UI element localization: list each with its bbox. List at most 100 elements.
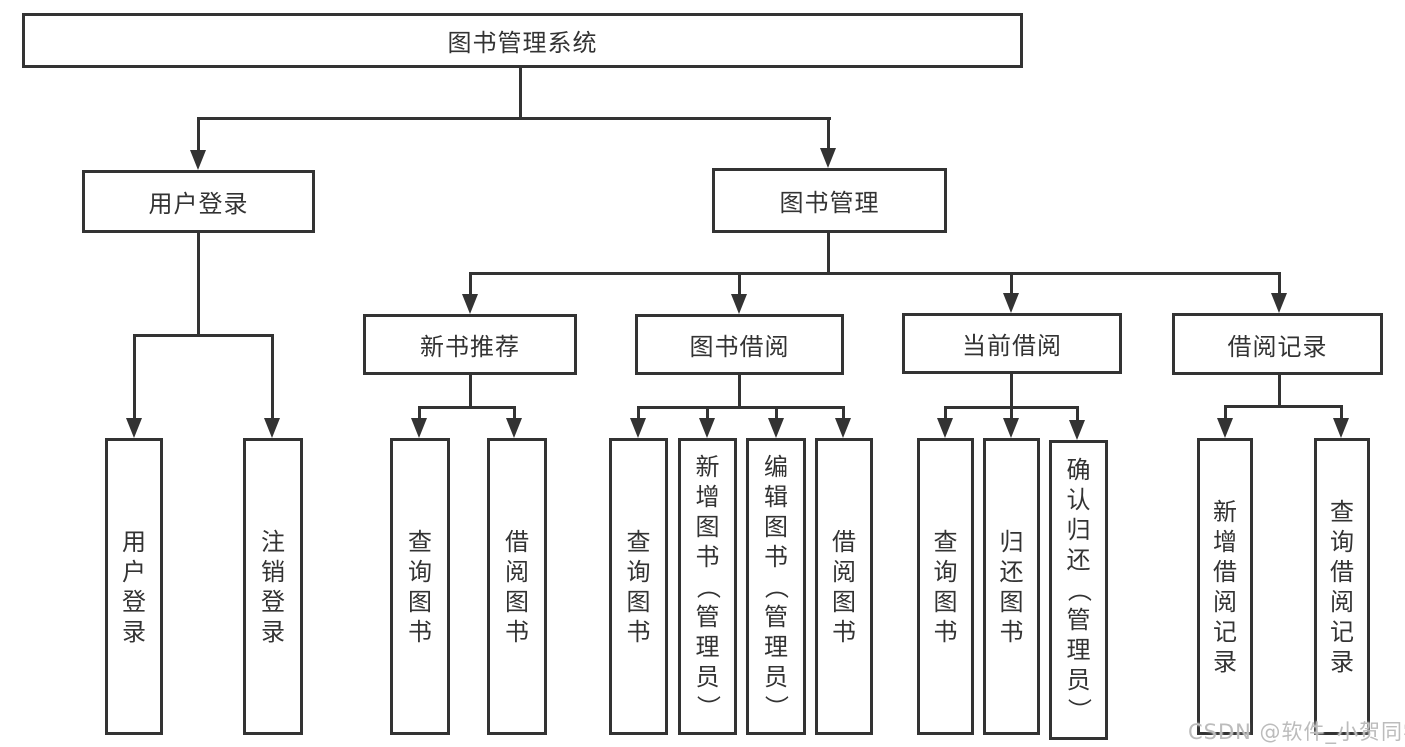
connector-line xyxy=(637,406,845,409)
node-book-borrow-label: 图书借阅 xyxy=(689,333,790,361)
node-root: 图书管理系统 xyxy=(22,13,1023,68)
vertical-char: 销 xyxy=(261,557,285,586)
vertical-char: 书 xyxy=(764,542,788,571)
node-book-mgmt: 图书管理 xyxy=(712,168,947,233)
watermark: CSDN @软件_小贺同学 xyxy=(1188,720,1405,744)
vertical-char: 确 xyxy=(1066,456,1091,484)
vertical-char: 增 xyxy=(695,482,720,511)
leaf-query-books-newbook: 查询图书 xyxy=(390,438,450,735)
arrow-down-icon xyxy=(264,418,280,438)
vertical-char: 辑 xyxy=(764,482,788,511)
arrow-down-icon xyxy=(937,418,953,438)
connector-line xyxy=(1010,406,1013,419)
connector-line xyxy=(1278,375,1281,407)
vertical-char: 询 xyxy=(626,557,651,586)
connector-line xyxy=(827,117,830,150)
vertical-char: 询 xyxy=(933,557,958,586)
arrow-down-icon xyxy=(126,418,142,438)
node-borrow-record: 借阅记录 xyxy=(1172,313,1383,375)
vertical-char: 记 xyxy=(1330,617,1354,646)
vertical-char: 借 xyxy=(832,527,856,556)
vertical-char: 阅 xyxy=(1213,587,1237,616)
node-book-borrow: 图书借阅 xyxy=(635,314,844,375)
vertical-char: ） xyxy=(762,694,790,719)
arrow-down-icon xyxy=(630,418,646,438)
connector-line xyxy=(827,233,830,274)
node-book-mgmt-label: 图书管理 xyxy=(779,189,880,217)
vertical-char: 书 xyxy=(999,617,1024,646)
connector-line xyxy=(197,117,200,152)
vertical-char: 书 xyxy=(695,542,720,571)
node-borrow-record-label: 借阅记录 xyxy=(1227,332,1328,361)
vertical-char: 书 xyxy=(933,617,958,646)
connector-line xyxy=(513,406,516,419)
connector-line xyxy=(197,233,200,336)
vertical-char: 阅 xyxy=(832,557,856,586)
vertical-char: 理 xyxy=(695,632,720,661)
vertical-char: 图 xyxy=(505,587,529,616)
vertical-char: 查 xyxy=(408,527,432,556)
arrow-down-icon xyxy=(1003,293,1019,313)
vertical-char: 图 xyxy=(933,587,958,616)
vertical-char: 管 xyxy=(1066,606,1091,634)
vertical-char: 询 xyxy=(1330,527,1354,556)
vertical-char: 员 xyxy=(1066,666,1091,694)
vertical-char: 查 xyxy=(1330,497,1354,526)
connector-line xyxy=(1010,272,1013,296)
leaf-edit-book-admin: 编辑图书（管理员） xyxy=(746,438,806,735)
connector-line xyxy=(469,272,1281,275)
vertical-char: 书 xyxy=(626,617,651,646)
vertical-char: 查 xyxy=(626,527,651,556)
vertical-char: ） xyxy=(1064,698,1093,722)
leaf-borrow-books: 借阅图书 xyxy=(815,438,873,735)
vertical-char: 借 xyxy=(1213,557,1237,586)
vertical-char: 新 xyxy=(695,452,720,481)
connector-line xyxy=(271,334,274,419)
arrow-down-icon xyxy=(411,418,427,438)
arrow-down-icon xyxy=(731,294,747,314)
arrow-down-icon xyxy=(1271,293,1287,313)
arrow-down-icon xyxy=(1069,420,1085,440)
vertical-char: 管 xyxy=(764,602,788,631)
node-new-book-rec: 新书推荐 xyxy=(363,314,577,375)
arrow-down-icon xyxy=(462,294,478,314)
node-current-borrow: 当前借阅 xyxy=(902,313,1122,374)
leaf-return-book: 归还图书 xyxy=(983,438,1040,735)
connector-line xyxy=(519,68,522,119)
vertical-char: 理 xyxy=(764,632,788,661)
vertical-char: 新 xyxy=(1213,497,1237,526)
vertical-char: 图 xyxy=(999,587,1024,616)
vertical-char: 归 xyxy=(1066,516,1091,544)
arrow-down-icon xyxy=(190,150,206,170)
connector-line xyxy=(944,406,947,419)
connector-line xyxy=(1010,374,1013,408)
vertical-char: 认 xyxy=(1066,486,1091,514)
vertical-char: 员 xyxy=(764,662,788,691)
vertical-char: 图 xyxy=(695,512,720,541)
connector-line xyxy=(1224,405,1343,408)
leaf-add-book-admin: 新增图书（管理员） xyxy=(678,438,737,735)
arrow-down-icon xyxy=(1333,418,1349,438)
node-current-borrow-label: 当前借阅 xyxy=(962,332,1062,360)
vertical-char: 编 xyxy=(764,452,788,481)
leaf-query-borrow-record: 查询借阅记录 xyxy=(1314,438,1370,735)
vertical-char: 图 xyxy=(408,587,432,616)
vertical-char: 阅 xyxy=(505,557,529,586)
vertical-char: 还 xyxy=(1066,546,1091,574)
node-user-login: 用户登录 xyxy=(82,170,315,233)
connector-line xyxy=(1076,406,1079,422)
vertical-char: 录 xyxy=(1330,647,1354,676)
connector-line xyxy=(469,272,472,296)
arrow-down-icon xyxy=(1003,418,1019,438)
vertical-char: （ xyxy=(693,574,722,599)
connector-line xyxy=(1340,405,1343,419)
connector-line xyxy=(842,406,845,419)
vertical-char: 书 xyxy=(832,617,856,646)
vertical-char: 增 xyxy=(1213,527,1237,556)
arrow-down-icon xyxy=(699,418,715,438)
vertical-char: 登 xyxy=(122,587,146,616)
node-user-login-label: 用户登录 xyxy=(148,190,249,218)
vertical-char: 借 xyxy=(1330,557,1354,586)
vertical-char: 图 xyxy=(764,512,788,541)
vertical-char: 记 xyxy=(1213,617,1237,646)
